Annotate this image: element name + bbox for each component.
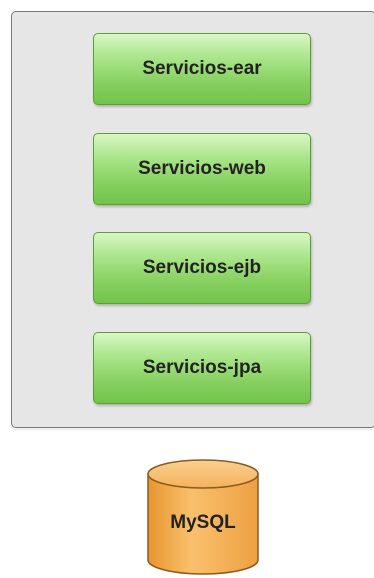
module-label: Servicios-ear (142, 58, 262, 79)
database-cylinder-icon (147, 459, 259, 575)
module-box-servicios-web[interactable]: Servicios-web (93, 133, 311, 205)
module-box-servicios-ejb[interactable]: Servicios-ejb (93, 232, 311, 304)
module-label: Servicios-ejb (142, 257, 262, 278)
module-box-servicios-jpa[interactable]: Servicios-jpa (93, 332, 311, 404)
module-label: Servicios-web (138, 158, 266, 179)
module-label: Servicios-jpa (142, 357, 262, 378)
module-box-servicios-ear[interactable]: Servicios-ear (93, 33, 311, 105)
database-label: MySQL (170, 512, 236, 533)
database-node[interactable]: MySQL (146, 458, 260, 576)
